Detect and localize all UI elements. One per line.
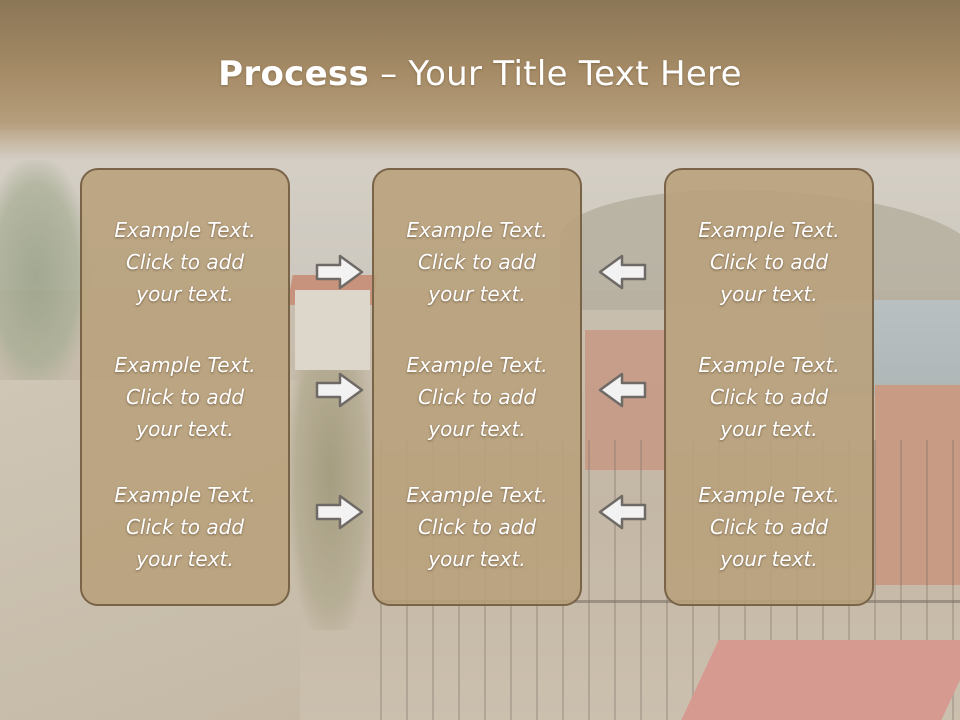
process-box-2[interactable]: Example Text. Click to add your text. Ex… — [372, 168, 582, 606]
title-band — [0, 0, 960, 160]
placeholder-line: Click to add — [709, 515, 829, 539]
placeholder-line: Click to add — [709, 250, 829, 274]
right-arrow-icon — [314, 252, 366, 292]
text-placeholder[interactable]: Example Text. Click to add your text. — [666, 349, 872, 445]
placeholder-line: Click to add — [125, 385, 245, 409]
placeholder-line: your text. — [720, 282, 818, 306]
placeholder-line: your text. — [136, 282, 234, 306]
placeholder-line: your text. — [136, 417, 234, 441]
text-placeholder[interactable]: Example Text. Click to add your text. — [82, 214, 288, 310]
slide-title[interactable]: Process – Your Title Text Here — [0, 54, 960, 94]
left-arrow-icon — [596, 370, 648, 410]
text-placeholder[interactable]: Example Text. Click to add your text. — [82, 479, 288, 575]
title-rest: – Your Title Text Here — [369, 54, 742, 94]
placeholder-line: Click to add — [417, 385, 537, 409]
placeholder-line: Click to add — [417, 250, 537, 274]
placeholder-line: Example Text. — [406, 218, 548, 242]
placeholder-line: Example Text. — [406, 353, 548, 377]
process-box-3[interactable]: Example Text. Click to add your text. Ex… — [664, 168, 874, 606]
placeholder-line: Example Text. — [698, 353, 840, 377]
text-placeholder[interactable]: Example Text. Click to add your text. — [666, 479, 872, 575]
right-arrow-icon — [314, 492, 366, 532]
text-placeholder[interactable]: Example Text. Click to add your text. — [666, 214, 872, 310]
right-arrow-icon — [314, 370, 366, 410]
placeholder-line: your text. — [720, 547, 818, 571]
placeholder-line: Example Text. — [114, 483, 256, 507]
placeholder-line: Example Text. — [698, 483, 840, 507]
placeholder-line: Example Text. — [406, 483, 548, 507]
process-box-1[interactable]: Example Text. Click to add your text. Ex… — [80, 168, 290, 606]
text-placeholder[interactable]: Example Text. Click to add your text. — [374, 214, 580, 310]
placeholder-line: Click to add — [417, 515, 537, 539]
placeholder-line: Example Text. — [698, 218, 840, 242]
title-bold: Process — [218, 54, 370, 94]
left-arrow-icon — [596, 492, 648, 532]
placeholder-line: Click to add — [125, 515, 245, 539]
left-arrow-icon — [596, 252, 648, 292]
placeholder-line: your text. — [428, 417, 526, 441]
placeholder-line: Click to add — [125, 250, 245, 274]
placeholder-line: Example Text. — [114, 353, 256, 377]
text-placeholder[interactable]: Example Text. Click to add your text. — [374, 479, 580, 575]
placeholder-line: your text. — [136, 547, 234, 571]
placeholder-line: your text. — [428, 282, 526, 306]
text-placeholder[interactable]: Example Text. Click to add your text. — [82, 349, 288, 445]
text-placeholder[interactable]: Example Text. Click to add your text. — [374, 349, 580, 445]
placeholder-line: your text. — [720, 417, 818, 441]
placeholder-line: your text. — [428, 547, 526, 571]
placeholder-line: Example Text. — [114, 218, 256, 242]
placeholder-line: Click to add — [709, 385, 829, 409]
